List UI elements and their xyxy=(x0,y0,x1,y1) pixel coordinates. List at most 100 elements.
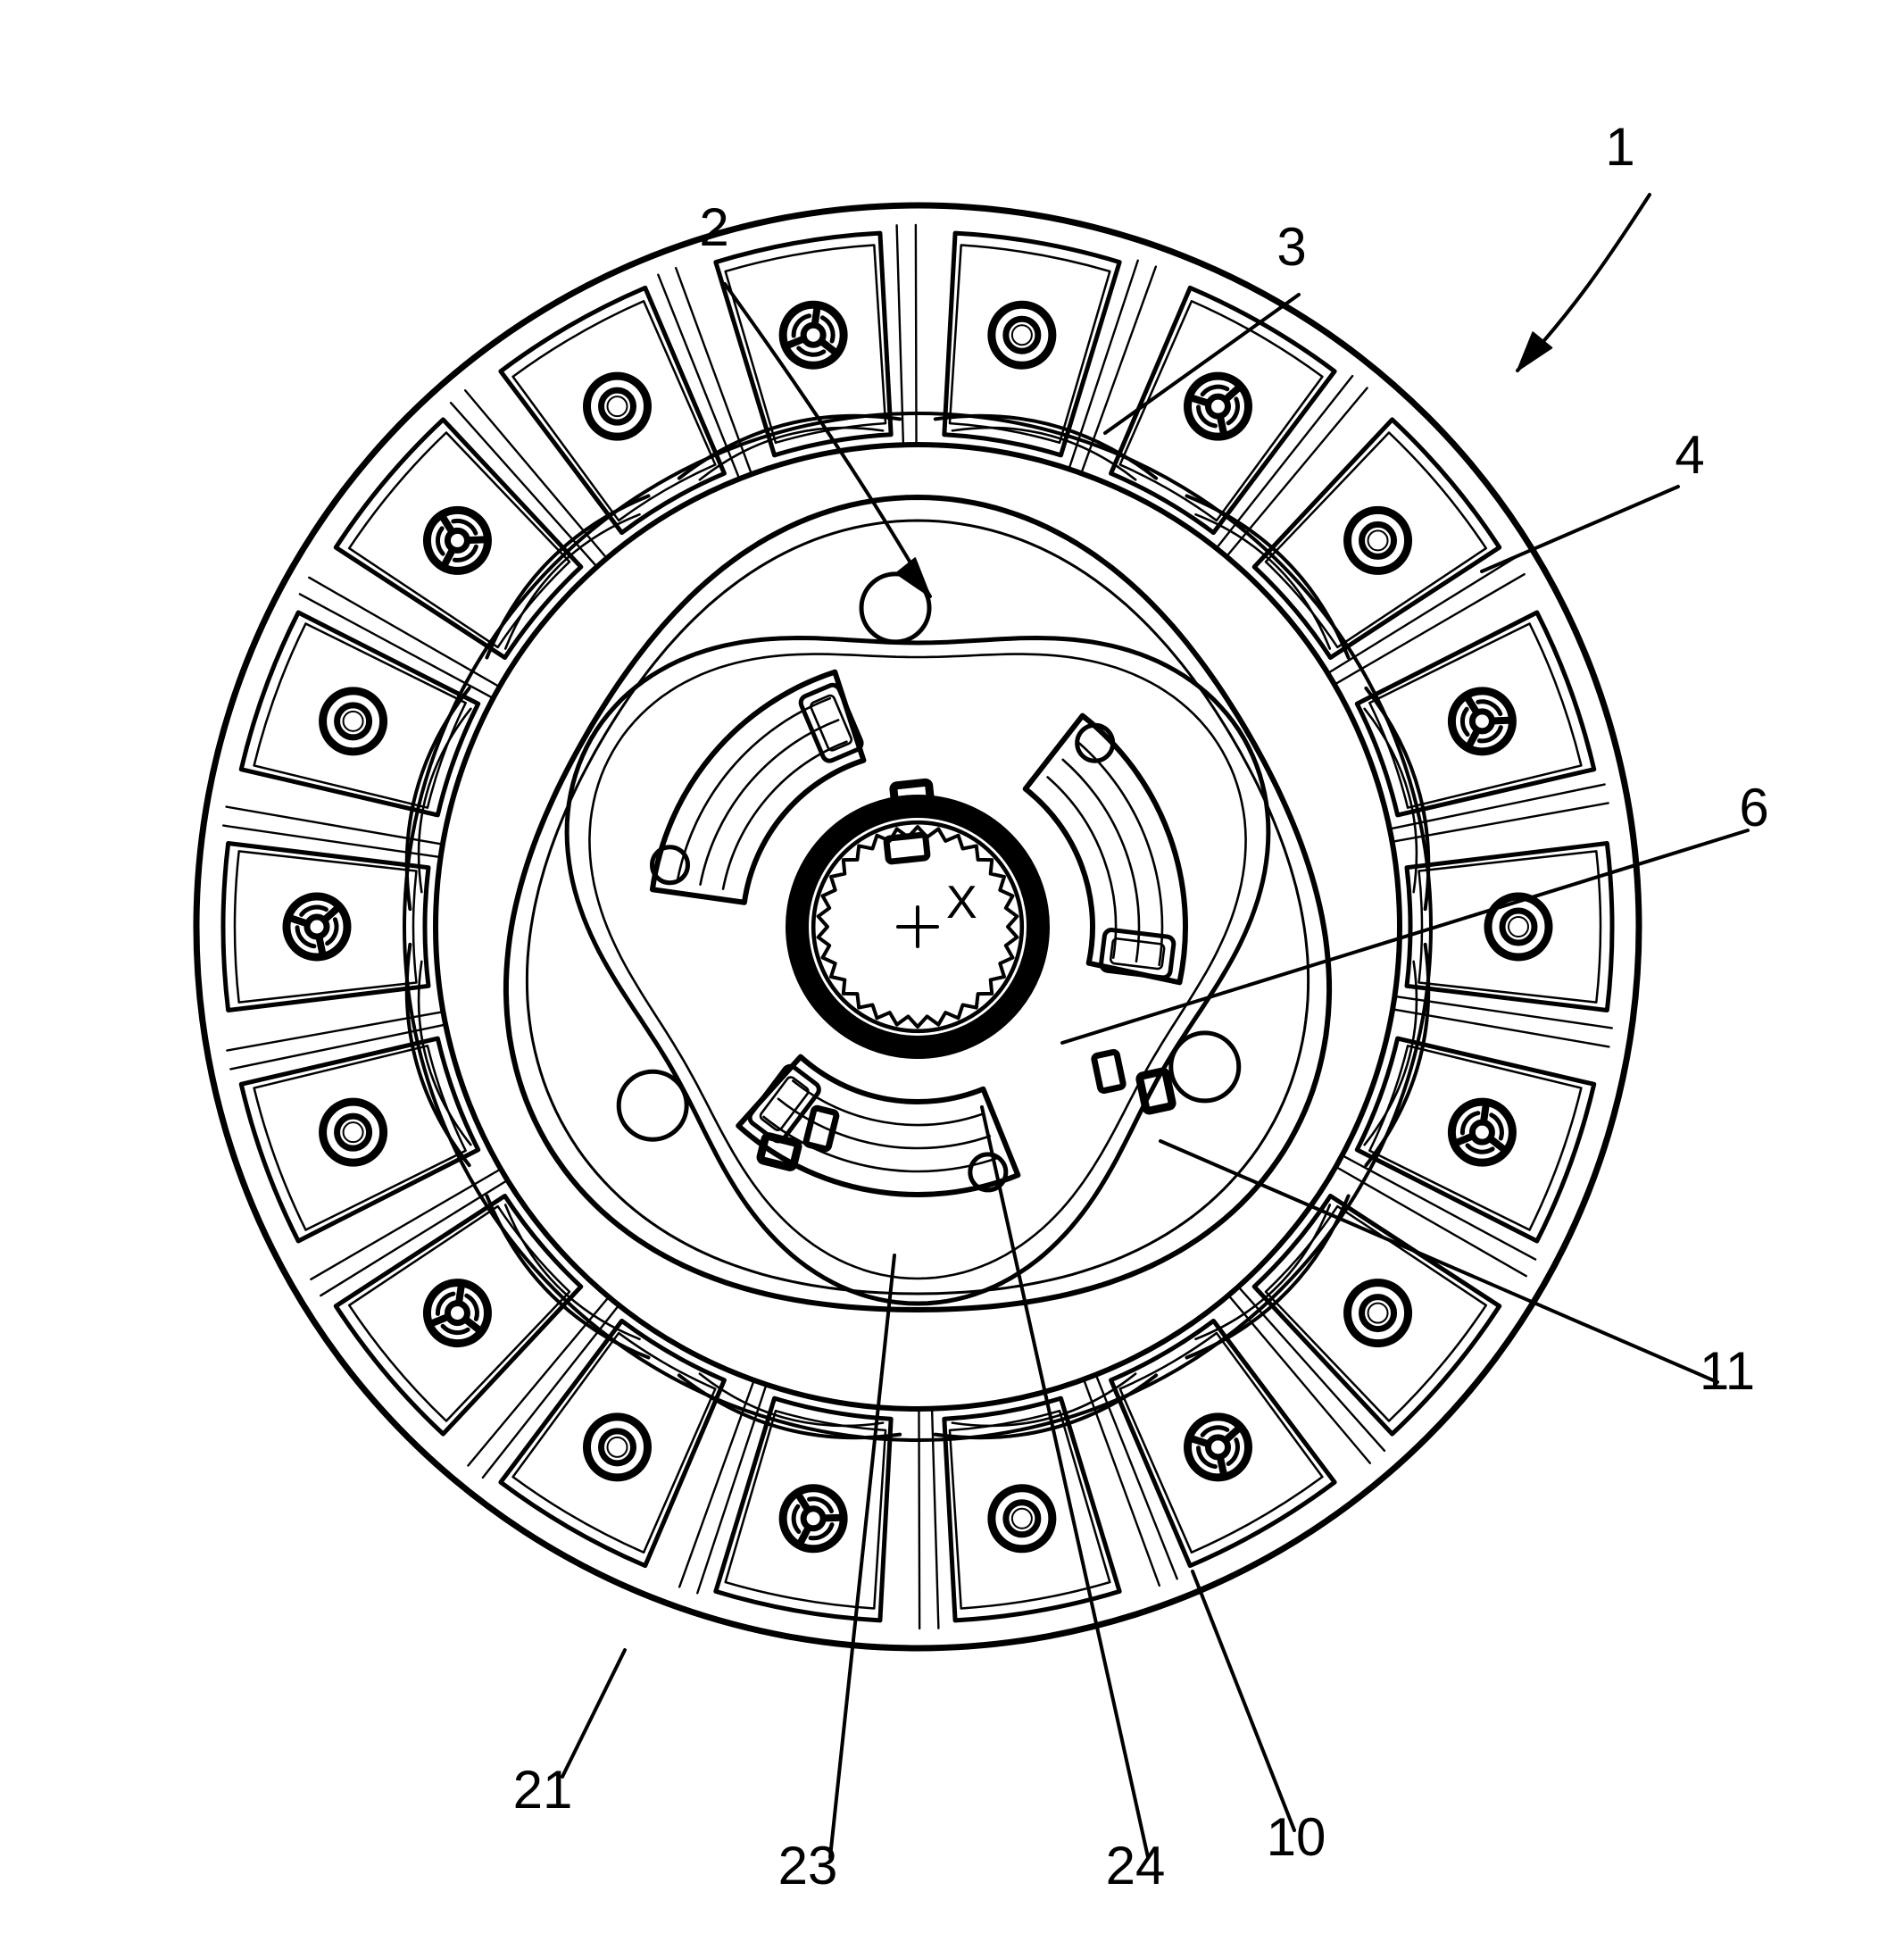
lining-segment-relief xyxy=(1264,1204,1488,1422)
rivet-plain xyxy=(987,1484,1057,1554)
rivet-plain-bore xyxy=(1367,529,1389,552)
segment-slot xyxy=(225,805,443,846)
lining-segment-relief xyxy=(948,244,1111,445)
rivet-web xyxy=(1476,725,1503,744)
hub-stamp-mark-5 xyxy=(802,1104,840,1153)
lining-segment-relief xyxy=(347,1204,571,1422)
cushion-spring-relief xyxy=(951,426,1137,481)
rivet-web xyxy=(791,1504,802,1534)
rivet-spoked xyxy=(422,1279,492,1348)
cushion-spring-relief xyxy=(417,960,472,1146)
rivet-web xyxy=(1465,1143,1495,1154)
rivet-spoke xyxy=(1217,1454,1227,1478)
segment-slot xyxy=(914,223,918,445)
reference-numeral-1: 1 xyxy=(1605,117,1634,177)
cushion-spring-relief xyxy=(1363,707,1418,894)
segment-slot xyxy=(1393,1008,1610,1048)
rivet-web xyxy=(435,1291,456,1316)
spring-coil-line xyxy=(1077,740,1164,967)
segment-slot xyxy=(320,1179,508,1297)
spring-window xyxy=(736,1054,1021,1197)
rivet-spoke xyxy=(321,904,341,923)
side-plate-outline xyxy=(564,636,1271,1306)
lining-segment-relief xyxy=(1368,622,1583,809)
rivet-plain xyxy=(319,1097,388,1167)
cushion-spring-relief xyxy=(1363,960,1418,1146)
lining-segment xyxy=(942,1396,1122,1623)
rivet-spoke xyxy=(465,536,488,544)
rivet-plain xyxy=(1484,892,1553,962)
lining-segment xyxy=(238,610,481,818)
reference-numeral-21: 21 xyxy=(513,1760,573,1820)
rivet-plain xyxy=(987,300,1057,370)
lining-segment xyxy=(713,230,894,458)
axis-label-x: X xyxy=(946,877,977,929)
lining-segment xyxy=(333,1193,584,1437)
rivet-web xyxy=(1459,1111,1481,1136)
lining-segment xyxy=(238,1036,481,1244)
lining-segment xyxy=(1251,1193,1502,1437)
segment-slot xyxy=(1327,556,1516,674)
rivet-spoke xyxy=(1223,385,1242,403)
lining-segment xyxy=(333,417,584,661)
reference-numeral-24: 24 xyxy=(1106,1836,1166,1896)
spring-stop-pin xyxy=(649,845,690,886)
lining-segment xyxy=(1354,610,1597,818)
rivet-web xyxy=(808,1522,835,1541)
lightening-hole xyxy=(859,571,932,645)
reference-numeral-11: 11 xyxy=(1700,1341,1755,1401)
rivet-spoke xyxy=(428,1313,451,1327)
rivet-web xyxy=(819,315,836,344)
lining-segment-relief xyxy=(511,300,717,522)
rivet-plain-inner xyxy=(334,702,373,741)
lining-segment-relief xyxy=(511,1331,717,1554)
rivet-web xyxy=(299,904,328,917)
spring-stop-pin xyxy=(1075,722,1116,763)
rivet-plain xyxy=(319,687,388,756)
lining-segment xyxy=(942,230,1122,458)
lining-segment-relief xyxy=(948,1409,1111,1610)
lining-segment xyxy=(713,1396,894,1623)
hub-stamp-mark-3 xyxy=(1135,1067,1176,1115)
segment-slot xyxy=(1395,995,1613,1029)
outer-edge-circle xyxy=(193,202,1642,1652)
cushion-spring-tab xyxy=(404,686,471,912)
leader-line-23 xyxy=(828,1254,896,1859)
rivet-web xyxy=(435,526,445,556)
rivet-spoke xyxy=(797,1525,812,1546)
cushion-spring-relief xyxy=(417,707,472,894)
lining-segment-relief xyxy=(253,1045,467,1231)
reference-numeral-23: 23 xyxy=(778,1836,838,1896)
leader-line-4 xyxy=(1480,485,1680,573)
cushion-spring-relief xyxy=(503,512,641,650)
rivet-spoked xyxy=(778,1484,848,1554)
segment-slot xyxy=(463,389,607,558)
segment-slot xyxy=(657,273,740,479)
reference-numeral-2: 2 xyxy=(699,197,728,257)
rivet-web xyxy=(325,917,339,946)
segment-slot xyxy=(1334,572,1526,685)
rivet-web xyxy=(1459,706,1470,737)
hub-bore-circle xyxy=(812,821,1023,1032)
leader-line-2 xyxy=(723,282,932,598)
rivet-plain-bore xyxy=(1508,916,1529,937)
center-cross-mark xyxy=(896,905,939,948)
rivet-spoked xyxy=(778,300,848,370)
rivet-web xyxy=(807,1496,835,1514)
cushion-spring-tab xyxy=(677,413,902,480)
rivet-spoke xyxy=(1223,1425,1242,1444)
leader-line-11 xyxy=(1159,1139,1719,1384)
leader-line-21 xyxy=(561,1648,627,1779)
segment-slot xyxy=(1095,1375,1178,1580)
rivet-plain-inner xyxy=(598,1428,636,1467)
rivet-web xyxy=(1226,1437,1240,1466)
rivet-web xyxy=(440,1323,470,1336)
rivet-spoke xyxy=(1453,1133,1476,1146)
lining-segment-relief xyxy=(724,244,887,445)
rivet-spoke xyxy=(462,1316,483,1334)
rivet-spoke xyxy=(1466,728,1481,749)
rivet-plain xyxy=(583,1412,652,1482)
rivet-web xyxy=(451,518,478,536)
cushion-spring-tab xyxy=(485,1194,651,1360)
